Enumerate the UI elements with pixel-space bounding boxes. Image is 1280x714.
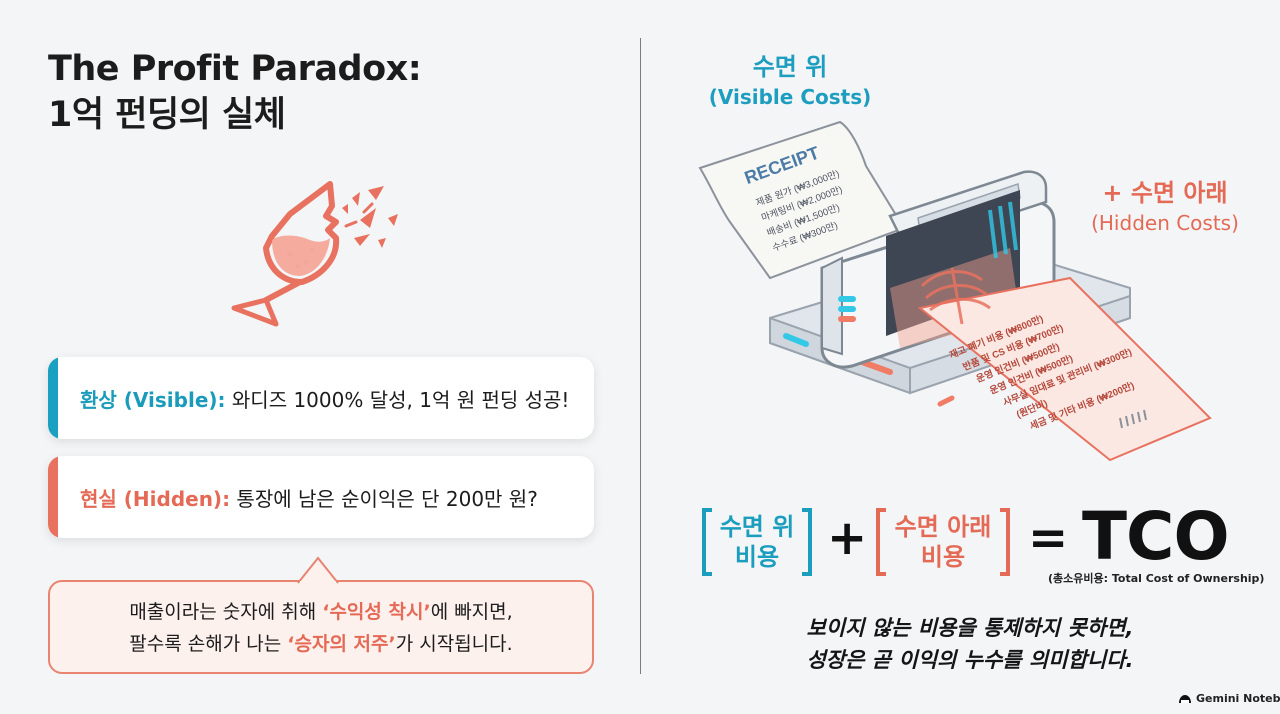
right-bracket [1000,508,1010,576]
hidden-costs-label: + 수면 아래 (Hidden Costs) [1078,178,1252,238]
bubble-tail [297,556,339,584]
hidden-card-text: 통장에 남은 순이익은 단 200만 원? [230,486,538,511]
tco-subtitle: (총소유비용: Total Cost of Ownership) [1048,572,1265,585]
conclusion-caption: 보이지 않는 비용을 통제하지 못하면, 성장은 곧 이익의 누수를 의미합니다… [740,612,1200,676]
hidden-costs-en: (Hidden Costs) [1091,211,1239,235]
equals-operator: = [1028,510,1069,566]
left-bracket [702,508,712,576]
visible-cost-term: 수면 위 비용 [702,508,812,576]
visible-card-text: 와디즈 1000% 달성, 1억 원 펀딩 성공! [225,387,570,412]
receipt-scanner-illustration: RECEIPT 제품 원가 (₩3,000만) 마케팅비 (₩2,000만) 배… [698,120,1212,462]
visible-costs-en: (Visible Costs) [708,85,872,109]
visible-costs-ko: 수면 위 [752,53,828,81]
term2-line2: 비용 [920,543,966,571]
card-accent-bar [48,456,58,538]
card-accent-bar [48,357,58,439]
left-bracket [876,508,886,576]
bubble-highlight: ‘수익성 착시’ [322,601,431,623]
bubble-line-1: 매출이라는 숫자에 취해 ‘수익성 착시’에 빠지면, [50,596,592,628]
bubble-text: 에 빠지면, [430,601,513,623]
gemini-notebook-logo-icon [1179,694,1191,703]
hidden-costs-ko: + 수면 아래 [1102,179,1228,207]
caption-line-2: 성장은 곧 이익의 누수를 의미합니다. [806,648,1134,672]
right-bracket [802,508,812,576]
bubble-text: 매출이라는 숫자에 취해 [129,601,323,623]
plus-operator: + [827,510,868,566]
tco-result: TCO [1082,498,1230,575]
vertical-divider [640,38,641,674]
hidden-cost-term: 수면 아래 비용 [876,508,1010,576]
bubble-text: 가 시작됩니다. [395,633,513,655]
hidden-reality-card: 현실 (Hidden): 통장에 남은 순이익은 단 200만 원? [48,456,594,538]
warning-speech-bubble: 매출이라는 숫자에 취해 ‘수익성 착시’에 빠지면, 팔수록 손해가 나는 ‘… [48,580,594,674]
brand-watermark: Gemini Notebook [1178,692,1280,705]
hidden-card-label: 현실 (Hidden): [80,486,231,511]
bubble-highlight: ‘승자의 저주’ [287,633,396,655]
broken-wine-glass-icon [231,181,398,327]
title-line-2: 1억 펀딩의 실체 [48,95,286,135]
visible-fantasy-card: 환상 (Visible): 와디즈 1000% 달성, 1억 원 펀딩 성공! [48,357,594,439]
caption-line-1: 보이지 않는 비용을 통제하지 못하면, [806,616,1134,640]
visible-costs-label: 수면 위 (Visible Costs) [700,52,880,112]
title-line-1: The Profit Paradox: [48,49,422,89]
bubble-text: 팔수록 손해가 나는 [129,633,288,655]
bubble-line-2: 팔수록 손해가 나는 ‘승자의 저주’가 시작됩니다. [50,628,592,660]
term1-line2: 비용 [734,543,780,571]
term2-line1: 수면 아래 [894,513,992,541]
hidden-receipt: 재고 폐기 비용 (₩800만) 반품 및 CS 비용 (₩700만) 운영 인… [917,276,1212,462]
term1-line1: 수면 위 [719,513,795,541]
page-title: The Profit Paradox: 1억 펀딩의 실체 [48,46,422,138]
visible-receipt: RECEIPT 제품 원가 (₩3,000만) 마케팅비 (₩2,000만) 배… [698,120,906,280]
tco-equation: 수면 위 비용 + 수면 아래 비용 = TCO (총소유비용: Total C… [690,498,1270,600]
brand-text: Gemini Notebook [1196,692,1280,705]
visible-card-label: 환상 (Visible): [80,387,226,412]
